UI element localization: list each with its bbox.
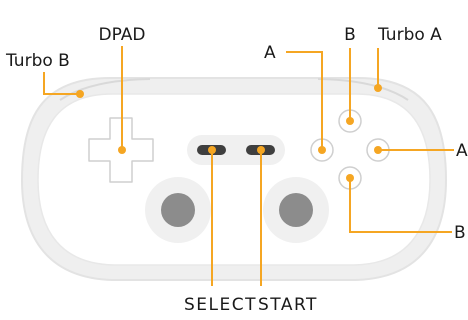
dot-turbo-b <box>76 90 84 98</box>
controller-body <box>20 77 448 281</box>
dot-a-right <box>374 146 382 154</box>
label-a-left: A <box>264 43 276 63</box>
label-b-top: B <box>344 25 356 45</box>
left-bumper-seam <box>59 78 151 101</box>
callout-turbo-b <box>43 72 80 95</box>
callout-dots <box>76 84 382 182</box>
dot-select <box>208 146 216 154</box>
dot-dpad <box>118 146 126 154</box>
callout-b-bottom <box>349 178 452 233</box>
dot-start <box>257 146 265 154</box>
body-inner-face <box>37 93 431 266</box>
label-select: SELECT <box>184 295 257 315</box>
dot-turbo-a <box>374 84 382 92</box>
label-turbo-b: Turbo B <box>5 51 70 71</box>
callout-lines <box>43 46 454 286</box>
dot-b-top <box>346 117 354 125</box>
dot-b-bottom <box>346 174 354 182</box>
label-turbo-a: Turbo A <box>377 25 442 45</box>
dot-a-left <box>318 146 326 154</box>
right-stick[interactable] <box>279 193 313 227</box>
label-b-bottom: B <box>454 223 466 243</box>
label-start: START <box>258 295 318 315</box>
left-stick[interactable] <box>161 193 195 227</box>
label-a-right: A <box>456 141 468 161</box>
right-bumper-seam <box>317 78 409 101</box>
callout-a-left <box>286 51 323 150</box>
label-dpad: DPAD <box>99 25 146 45</box>
